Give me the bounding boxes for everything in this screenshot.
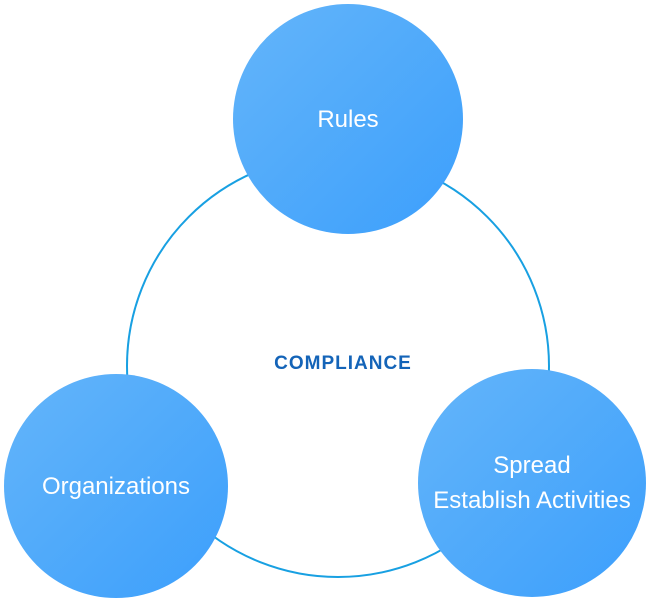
node-rules-label: Rules [317, 105, 379, 133]
node-rules: Rules [233, 4, 463, 234]
node-spread-establish-activities: Spread Establish Activities [418, 369, 646, 597]
node-organizations: Organizations [4, 374, 228, 598]
node-spread-label-line1: Spread [493, 452, 571, 479]
node-spread-label-line2: Establish Activities [433, 487, 631, 514]
center-label-compliance: COMPLIANCE [274, 353, 412, 374]
node-organizations-label: Organizations [41, 472, 191, 500]
